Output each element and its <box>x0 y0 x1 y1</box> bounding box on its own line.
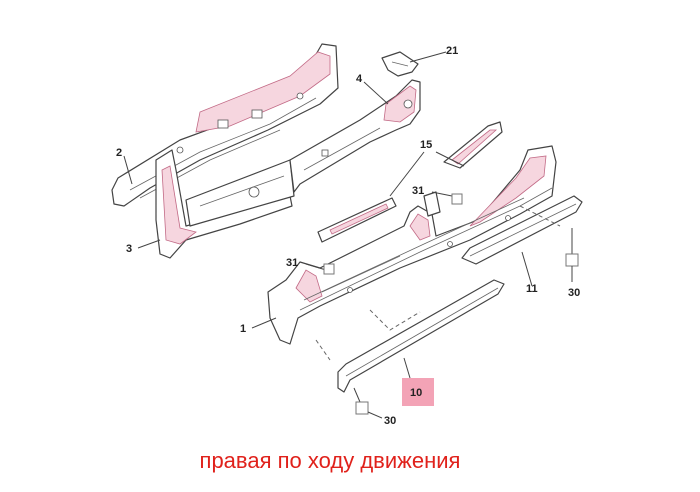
callout-2: 2 <box>116 147 133 185</box>
part-3-a-pillar <box>155 149 295 259</box>
callout-31-lower: 31 <box>286 257 335 275</box>
callout-11: 11 <box>521 251 538 295</box>
svg-text:2: 2 <box>116 147 122 159</box>
svg-text:31: 31 <box>412 185 424 197</box>
callout-30-right: 30 <box>565 228 580 299</box>
part-10-rocker-panel <box>337 279 505 393</box>
callout-3: 3 <box>126 239 161 255</box>
svg-text:1: 1 <box>240 323 246 335</box>
callout-31-upper: 31 <box>412 185 463 205</box>
part-15-reinforcement-right <box>443 121 503 169</box>
svg-text:11: 11 <box>526 283 538 295</box>
svg-text:30: 30 <box>384 415 396 427</box>
callout-1: 1 <box>240 317 277 335</box>
svg-text:3: 3 <box>126 243 132 255</box>
svg-text:15: 15 <box>420 139 432 151</box>
part-15-reinforcement-left <box>317 197 397 243</box>
caption: правая по ходу движения <box>199 448 461 473</box>
svg-text:30: 30 <box>568 287 580 299</box>
svg-text:21: 21 <box>446 45 458 57</box>
part-21-bracket <box>381 51 419 77</box>
callout-15: 15 <box>389 139 465 197</box>
part-4-rear-section <box>289 79 421 193</box>
part-11-sill-reinforcement <box>461 195 583 265</box>
callout-21: 21 <box>409 45 458 63</box>
callout-30-bottom: 30 <box>353 387 396 427</box>
reference-lines <box>315 205 561 361</box>
part-1-inner-sill <box>267 145 557 345</box>
svg-text:4: 4 <box>356 73 363 85</box>
callout-10: 10 <box>402 357 434 406</box>
svg-text:10: 10 <box>410 387 422 399</box>
callout-4: 4 <box>356 73 389 105</box>
svg-text:31: 31 <box>286 257 298 269</box>
